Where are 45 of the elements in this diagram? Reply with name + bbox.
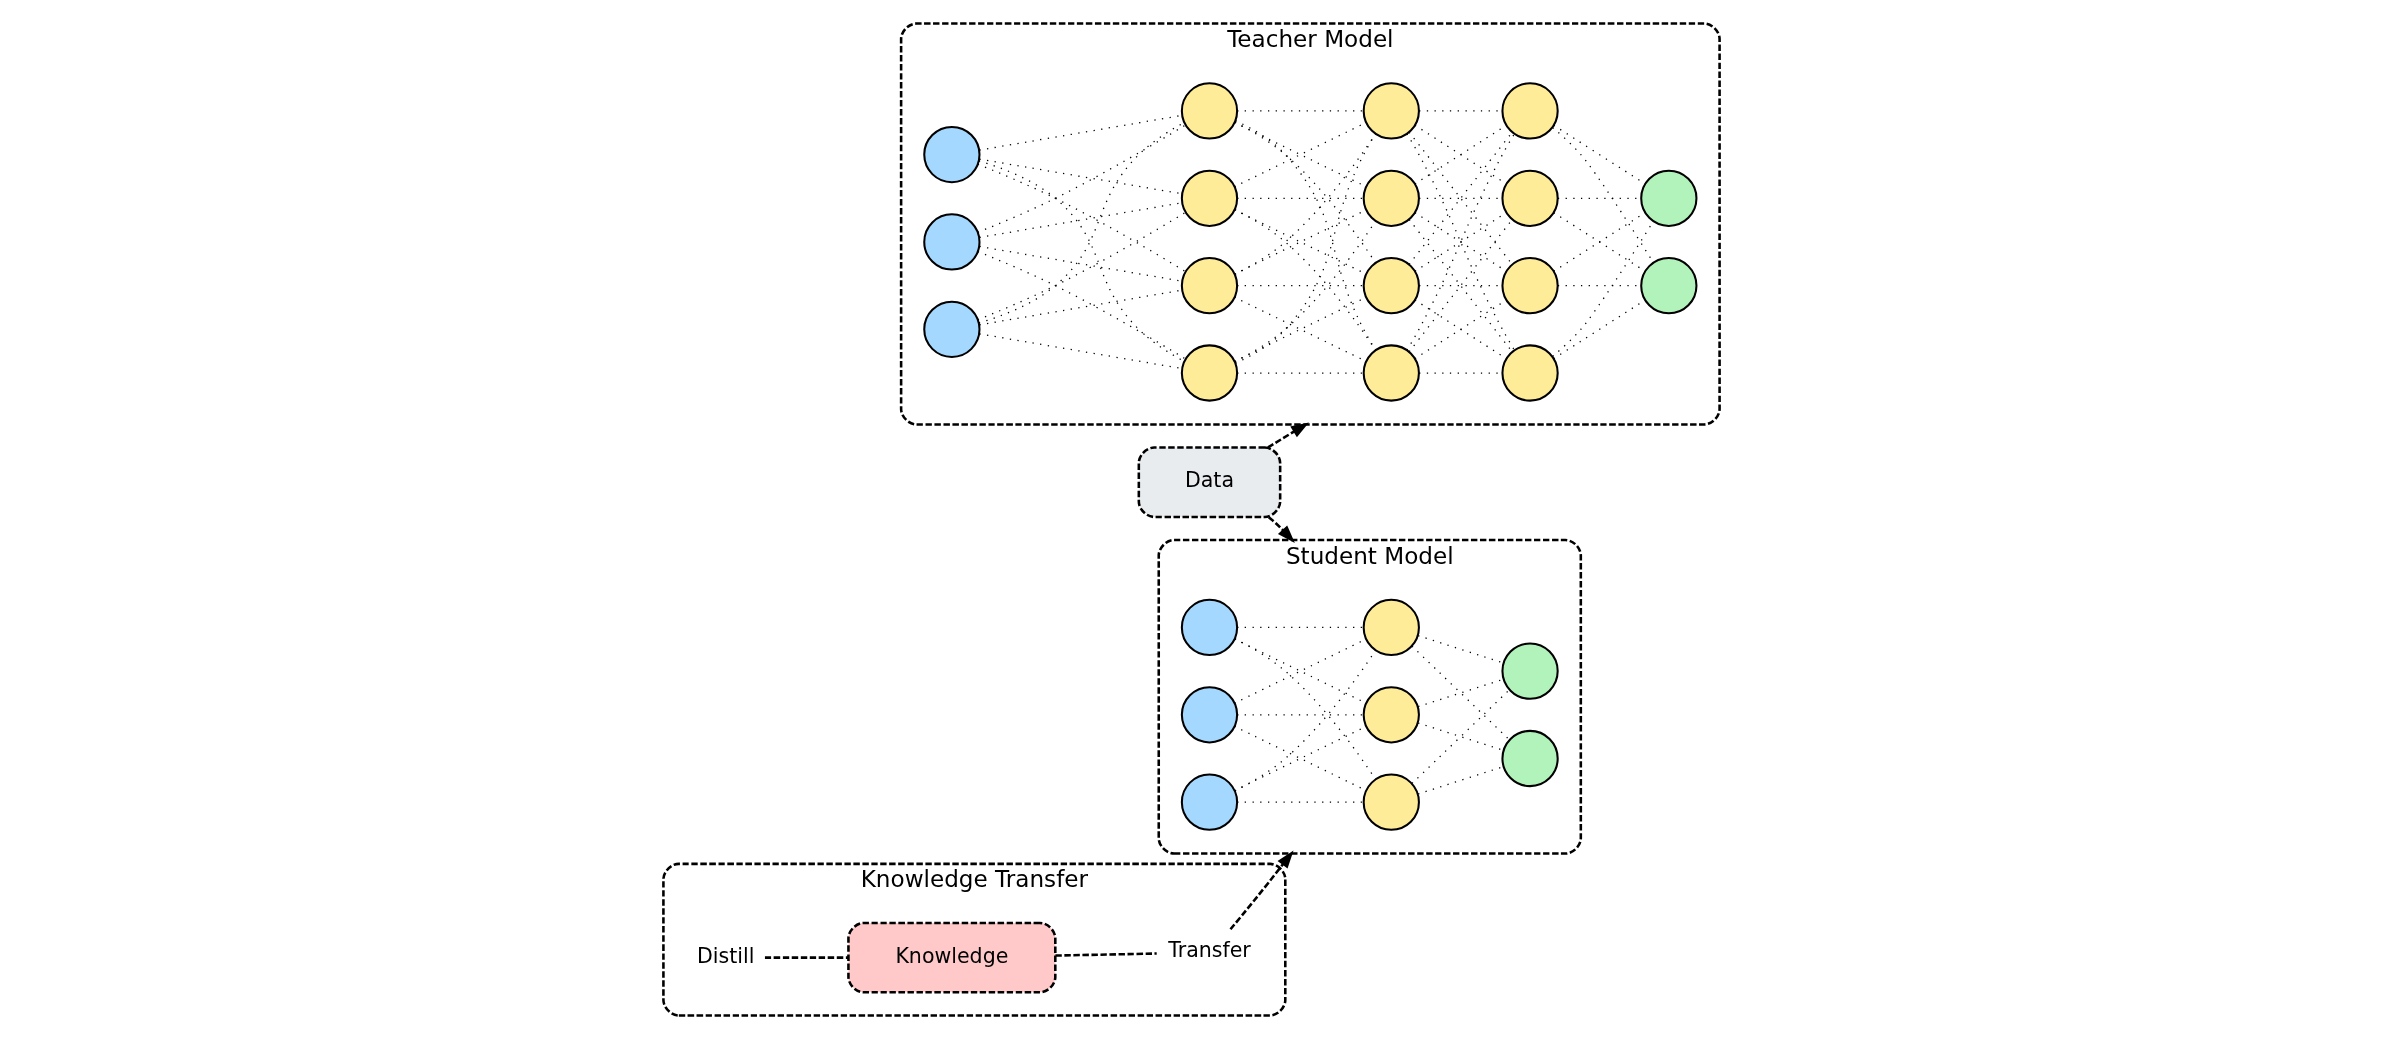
node-circle bbox=[1362, 773, 1420, 831]
arrow bbox=[1229, 850, 1293, 931]
node-circle bbox=[1180, 686, 1238, 744]
node-circle bbox=[1362, 344, 1420, 402]
node-circle bbox=[1500, 257, 1559, 315]
node-circle bbox=[1362, 82, 1420, 140]
node-circle bbox=[1180, 257, 1238, 315]
node-text: Transfer bbox=[1167, 938, 1251, 963]
node-circle bbox=[1500, 344, 1559, 402]
connector bbox=[1405, 133, 1515, 351]
node-circle bbox=[1500, 642, 1559, 700]
node-text: Distill bbox=[696, 943, 754, 968]
node-circle bbox=[1362, 257, 1420, 315]
arrow bbox=[1267, 516, 1295, 543]
connector bbox=[764, 956, 848, 959]
connector bbox=[1054, 952, 1157, 957]
node-circle bbox=[1180, 773, 1238, 831]
node-circle bbox=[922, 300, 981, 358]
connector bbox=[1410, 689, 1510, 785]
node-circle bbox=[1500, 169, 1559, 227]
node-circle bbox=[1639, 257, 1697, 315]
arrow bbox=[1266, 422, 1309, 449]
node-circle bbox=[1362, 169, 1420, 227]
node-circle bbox=[1180, 344, 1238, 402]
connector bbox=[1413, 299, 1507, 360]
cluster: Teacher Model bbox=[899, 22, 1721, 426]
node-box: Knowledge bbox=[846, 921, 1057, 994]
node-circle bbox=[1362, 686, 1420, 744]
node-circle bbox=[922, 213, 981, 271]
node-circle bbox=[1639, 169, 1697, 227]
node-circle bbox=[1180, 169, 1238, 227]
connector bbox=[1410, 645, 1510, 741]
node-box: Data bbox=[1137, 446, 1281, 519]
node-circle bbox=[1362, 598, 1420, 657]
node-circle bbox=[1180, 598, 1238, 657]
connector bbox=[1408, 219, 1513, 353]
node-circle bbox=[1180, 82, 1238, 140]
cluster: Student Model bbox=[1156, 538, 1582, 855]
connector bbox=[977, 160, 1185, 362]
connector bbox=[1408, 131, 1513, 265]
node-circle bbox=[1500, 729, 1559, 788]
connector bbox=[977, 121, 1185, 324]
connector bbox=[1552, 212, 1646, 272]
node-circle bbox=[922, 125, 981, 184]
node-circle bbox=[1500, 82, 1559, 140]
